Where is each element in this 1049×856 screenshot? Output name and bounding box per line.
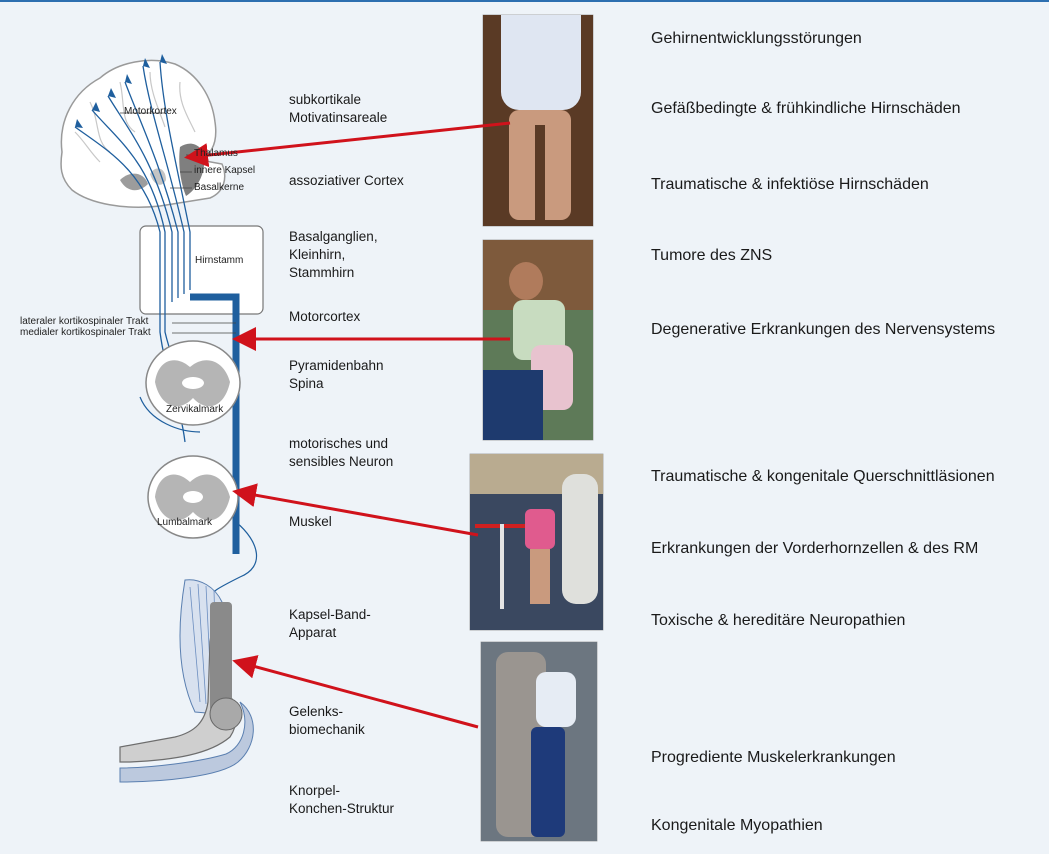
adult-arm	[483, 370, 543, 440]
level-label: Knorpel- Konchen-Struktur	[289, 782, 394, 818]
level-label: assoziativer Cortex	[289, 172, 404, 190]
walker-leg	[500, 524, 504, 609]
level-label: Pyramidenbahn Spina	[289, 357, 384, 393]
cervical-cord	[140, 341, 240, 432]
leg-gap	[535, 125, 545, 220]
label-thalamus: Thalamus	[194, 148, 238, 159]
disorder-label: Toxische & hereditäre Neuropathien	[651, 612, 905, 630]
child-legs	[531, 727, 565, 837]
disorder-label: Traumatische & infektiöse Hirnschäden	[651, 176, 929, 194]
level-label: Muskel	[289, 513, 332, 531]
disorder-label: Tumore des ZNS	[651, 247, 772, 265]
photo-walking-child	[483, 15, 593, 226]
label-motorkortex: Motorkortex	[124, 106, 177, 117]
label-lateral-tract: lateraler kortikospinaler Trakt	[20, 316, 148, 327]
disorder-label: Erkrankungen der Vorderhornzellen & des …	[651, 540, 978, 558]
photo-assisted-standing	[481, 642, 597, 841]
level-label: Motorcortex	[289, 308, 360, 326]
level-label: Gelenks- biomechanik	[289, 703, 365, 739]
label-innere-kapsel: innere Kapsel	[194, 165, 255, 176]
disorder-label: Gehirnentwicklungsstörungen	[651, 30, 862, 48]
label-basalkerne: Basalkerne	[194, 182, 244, 193]
label-medial-tract: medialer kortikospinaler Trakt	[20, 327, 151, 338]
muscle-joint	[120, 580, 253, 782]
adult	[562, 474, 598, 604]
disorder-label: Traumatische & kongenitale Querschnittlä…	[651, 468, 995, 486]
disorder-label: Progrediente Muskelerkrankungen	[651, 749, 896, 767]
photo-walker-child	[470, 454, 603, 630]
level-label: Kapsel-Band- Apparat	[289, 606, 371, 642]
head	[509, 262, 543, 300]
level-label: Basalganglien, Kleinhirn, Stammhirn	[289, 228, 378, 282]
level-label: subkortikale Motivatinsareale	[289, 91, 387, 127]
disorder-label: Gefäßbedingte & frühkindliche Hirnschäde…	[651, 100, 961, 118]
level-label: motorisches und sensibles Neuron	[289, 435, 393, 471]
disorder-label: Degenerative Erkrankungen des Nervensyst…	[651, 321, 995, 339]
label-hirnstamm: Hirnstamm	[195, 255, 243, 266]
child-body	[536, 672, 576, 727]
photo-supported-child	[483, 240, 593, 440]
disorder-label: Kongenitale Myopathien	[651, 817, 823, 835]
label-lumbalmark: Lumbalmark	[157, 517, 212, 528]
lumbar-cord	[148, 456, 257, 602]
child-legs	[530, 549, 550, 604]
hirnstamm-box	[140, 226, 263, 314]
label-zervikalmark: Zervikalmark	[166, 404, 223, 415]
child-shirt	[525, 509, 555, 549]
shirt	[501, 15, 581, 110]
